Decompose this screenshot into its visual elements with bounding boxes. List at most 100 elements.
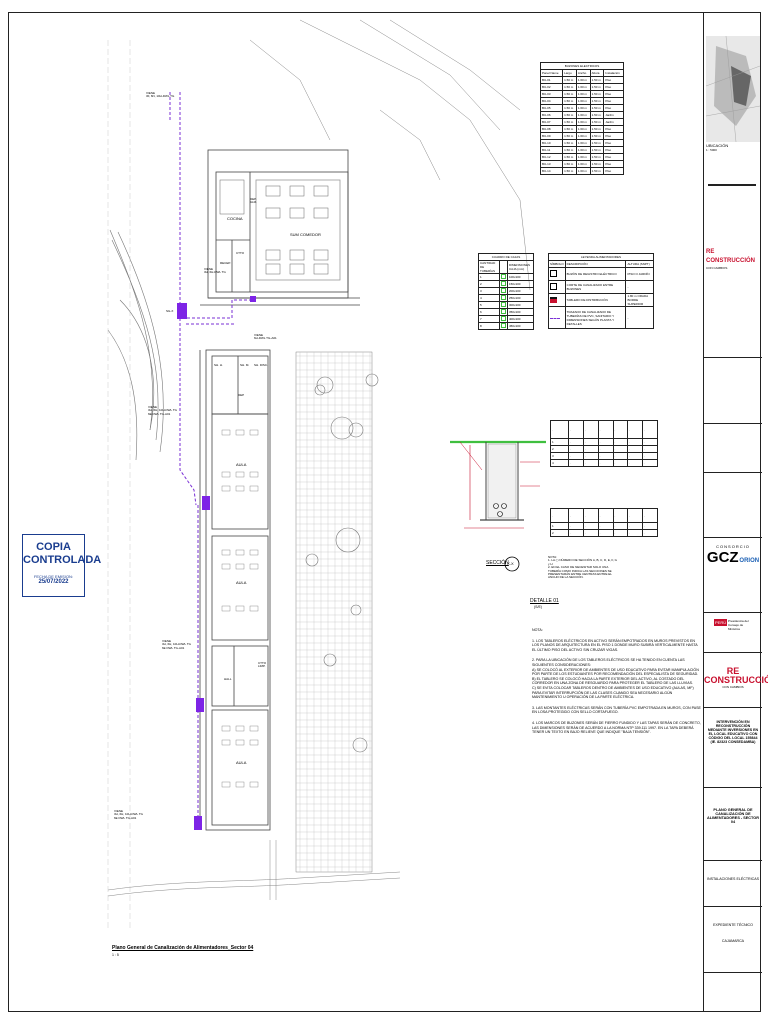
- title-block: UBICACIÓN 1 : 5000 RE CONSTRUCCIÓN CON C…: [703, 12, 768, 1012]
- controlled-copy-stamp: COPIA CONTROLADA FECHA DE EMISION: 25/07…: [22, 534, 101, 597]
- building-aulas: [199, 349, 271, 831]
- terrain-contours: [107, 229, 164, 461]
- drawing-scale: 1 : 5: [112, 953, 119, 957]
- table-cell: Piso: [603, 97, 624, 105]
- table-cell: BU-02: [539, 83, 564, 91]
- table-cell: 6: [478, 308, 500, 316]
- table-cell: 1.50 m: [589, 104, 605, 112]
- table-cell: 1.60 m: [575, 132, 591, 140]
- room-label-cocina: COCINA: [227, 216, 243, 221]
- legend-title: LEYENDA ALIMENTADORES: [548, 253, 654, 261]
- detail-scale: (S/E): [534, 605, 542, 609]
- project-name: INTERVENCIÓN EN RECONSTRUCCIÓN MEDIANTE …: [707, 720, 759, 744]
- cajas-header-2: DIMENSIONES CAJA (mm): [506, 260, 535, 274]
- table-cell: 1.60 m: [575, 76, 591, 84]
- table-cell: 1.50 m: [589, 97, 605, 105]
- brand-top-sub: CON CAMBIOS: [706, 266, 728, 270]
- expediente-cell: EXPEDIENTE TÉCNICO CAJAMARCA: [704, 906, 762, 956]
- table-cell: BU-07: [539, 118, 564, 126]
- room-label-ss-m: SH. M.: [240, 363, 250, 367]
- table-cell: Piso: [603, 76, 624, 84]
- table-cell: 1.60 m: [575, 104, 591, 112]
- table-cell: 1.50 m: [562, 139, 577, 147]
- sum-tables: [219, 179, 329, 275]
- table-cell: [498, 301, 508, 309]
- brand-name: RE CONSTRUCCIÓN: [704, 666, 768, 685]
- stamp-date-label: FECHA DE EMISION:: [33, 574, 74, 579]
- legend-height-4: -: [625, 306, 654, 329]
- table-cell: [498, 308, 508, 316]
- buzones-header-cell: Instalación: [603, 69, 624, 77]
- table-cell: 1.50 m: [562, 97, 577, 105]
- table-cell: 1.50 m: [589, 167, 605, 175]
- legend-desc-2: CORTE DE CANALIZADO ENTRE BUZONES: [564, 280, 627, 294]
- peru-label: PERÚ: [714, 619, 728, 626]
- consorcio-name: GCZ: [706, 549, 739, 566]
- location-map-graphic: [706, 36, 760, 142]
- section-table-2: ....... 1...... 2......: [549, 508, 658, 537]
- buzones-header-cell: Ancho: [575, 69, 591, 77]
- peru-cell: PERÚ Presidencia del Consejo de Ministro…: [704, 612, 762, 652]
- stamp-title-1: COPIA: [36, 541, 71, 553]
- room-label-ctto: CTTO: [236, 251, 245, 255]
- distribution-boards: [177, 296, 256, 830]
- consorcio-cell: CONSORCIO GCZ ORION: [704, 537, 762, 592]
- room-label-ss-hh: SH. H.: [214, 363, 223, 367]
- table-cell: 1.50 m: [589, 90, 605, 98]
- bottom-contours: [107, 840, 401, 900]
- table-cell: BU-05: [539, 104, 564, 112]
- table-cell: 400x100: [506, 315, 535, 323]
- table-cell: 250x100: [506, 294, 535, 302]
- table-cell: Piso: [603, 167, 624, 175]
- sheet-codes-cell: [704, 972, 762, 1000]
- table-cell: 4: [478, 294, 500, 302]
- sheet-title: PLANO GENERAL DE CANALIZACIÓN DE ALIMENT…: [707, 808, 759, 824]
- table-cell: 5: [478, 301, 500, 309]
- table-cell: Piso: [603, 125, 624, 133]
- note-1: 1. LOS TABLEROS ELÉCTRICOS EN ACTIVO SER…: [532, 638, 698, 652]
- table-cell: 350x100: [506, 308, 535, 316]
- legend-header-symbol: SÍMBOLO: [548, 260, 566, 268]
- table-cell: Piso: [603, 153, 624, 161]
- legend-symbol-buzon: [548, 267, 566, 281]
- section-label: SECCIÓN: [486, 560, 509, 566]
- ubicacion-label: UBICACIÓN: [706, 143, 729, 148]
- table-cell: Piso: [603, 146, 624, 154]
- legend-table: LEYENDA ALIMENTADORES SÍMBOLO DESCRIPCIÓ…: [548, 253, 654, 329]
- note-3: 3. LAS MONTANTES ELÉCTRICAS SERÁN CON TU…: [532, 705, 701, 715]
- section-mark: X-X: [507, 561, 514, 566]
- table-cell: BU-13: [539, 160, 564, 168]
- table-cell: 1.50 m: [589, 160, 605, 168]
- buzones-title: BUZONES ELECTRICOS: [540, 62, 624, 70]
- table-cell: Piso: [603, 90, 624, 98]
- table-cell: BU-03: [539, 90, 564, 98]
- table-cell: [498, 280, 508, 288]
- expediente: EXPEDIENTE TÉCNICO: [713, 923, 753, 927]
- table-cell: BU-08: [539, 125, 564, 133]
- stamp-date: 25/07/2022: [38, 579, 69, 585]
- table-cell: 200x100: [506, 287, 535, 295]
- table-cell: 1.60 m: [575, 146, 591, 154]
- room-label-ctto-limp: CTTO LIMP.: [258, 661, 267, 669]
- revision-block-2: [704, 432, 762, 473]
- legend-desc-1: BUZÓN DE REGISTRO ELÉCTRICO: [564, 267, 627, 281]
- specialty-cell: INSTALACIONES ELÉCTRICAS: [704, 860, 762, 906]
- table-cell: 1.50 m: [589, 118, 605, 126]
- note-2: 2. PARA LA UBICACIÓN DE LOS TABLEROS ELÉ…: [532, 658, 699, 700]
- note-4: 4. LOS MARCOS DE BUZONES SERÁN DE FIERRO…: [532, 720, 701, 735]
- table-cell: 1.50 m: [589, 146, 605, 154]
- feeder-label-4: VIENE 3H, 6H, 10H-DWL TG 6E DWL TG-A01: [148, 405, 178, 416]
- table-cell: 1.60 m: [575, 83, 591, 91]
- room-label-aula-1: AULA: [236, 462, 247, 467]
